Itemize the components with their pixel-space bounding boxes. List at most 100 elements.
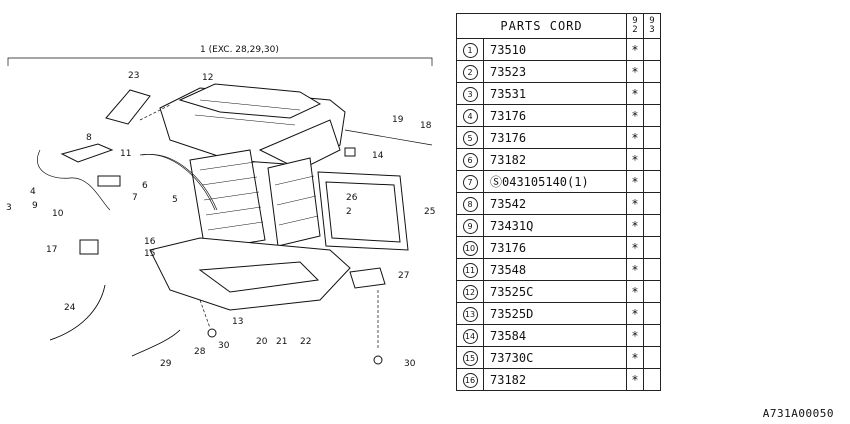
model-92-mark: * — [626, 148, 644, 171]
model-93-mark — [643, 368, 661, 391]
callout-9: 9 — [32, 201, 38, 211]
callout-19: 19 — [392, 115, 404, 125]
model-93-mark — [643, 302, 661, 325]
row-number: 11 — [456, 258, 484, 281]
callout-30-b: 30 — [404, 359, 416, 369]
callout-8: 8 — [86, 133, 92, 143]
model-92-mark: * — [626, 82, 644, 105]
part-code: 73584 — [483, 324, 627, 347]
part-code: 73730C — [483, 346, 627, 369]
part-code: 73548 — [483, 258, 627, 281]
callout-5: 5 — [172, 195, 178, 205]
row-number: 14 — [456, 324, 484, 347]
model-92-mark: * — [626, 236, 644, 259]
callout-4: 4 — [30, 187, 36, 197]
model-93-mark — [643, 170, 661, 193]
model-92-mark: * — [626, 368, 644, 391]
part-code: 73182 — [483, 368, 627, 391]
table-header-row: PARTS CORD 9 2 9 3 — [456, 13, 661, 39]
model-92-mark: * — [626, 324, 644, 347]
cable-18 — [344, 129, 433, 146]
row-number: 4 — [456, 104, 484, 127]
header-parts-code: PARTS CORD — [456, 13, 627, 39]
model-92-mark: * — [626, 38, 644, 61]
part-code: 73525C — [483, 280, 627, 303]
row-number: 13 — [456, 302, 484, 325]
callout-15: 15 — [144, 249, 155, 259]
callout-27: 27 — [398, 271, 409, 281]
callout-6: 6 — [142, 181, 148, 191]
model-92-mark: * — [626, 346, 644, 369]
model-92-mark: * — [626, 192, 644, 215]
callout-24: 24 — [64, 303, 76, 313]
row-number: 15 — [456, 346, 484, 369]
callout-21: 21 — [276, 337, 287, 347]
model-93-mark — [643, 38, 661, 61]
model-92-mark: * — [626, 258, 644, 281]
row-number: 10 — [456, 236, 484, 259]
model-92-mark: * — [626, 170, 644, 193]
model-92-mark: * — [626, 126, 644, 149]
row-number: 6 — [456, 148, 484, 171]
model-93-mark — [643, 148, 661, 171]
header-model-92: 9 2 — [626, 13, 644, 39]
seal-pad — [105, 89, 151, 125]
row-number: 2 — [456, 60, 484, 83]
model-93-mark — [643, 192, 661, 215]
row-number: 7 — [456, 170, 484, 193]
callout-23: 23 — [128, 71, 139, 81]
row-number: 8 — [456, 192, 484, 215]
part-code: 73523 — [483, 60, 627, 83]
callout-29: 29 — [160, 359, 172, 369]
model-93-mark — [643, 82, 661, 105]
callout-13: 13 — [232, 317, 243, 327]
callout-22: 22 — [300, 337, 311, 347]
callout-12: 12 — [202, 73, 213, 83]
part-code: 73510 — [483, 38, 627, 61]
callout-14: 14 — [372, 151, 384, 161]
model-93-mark — [643, 324, 661, 347]
part-code: 73176 — [483, 104, 627, 127]
callout-10: 10 — [52, 209, 64, 219]
filter-pad — [60, 143, 114, 163]
heater-core — [267, 157, 321, 247]
part-code: 73176 — [483, 126, 627, 149]
row-number: 16 — [456, 368, 484, 391]
callout-17: 17 — [46, 245, 57, 255]
row-number: 1 — [456, 38, 484, 61]
part-code: 73531 — [483, 82, 627, 105]
row-number: 3 — [456, 82, 484, 105]
hose-29 — [131, 329, 181, 357]
clip-14 — [344, 147, 356, 157]
model-92-mark: * — [626, 302, 644, 325]
callout-25: 25 — [424, 207, 435, 217]
model-93-mark — [643, 126, 661, 149]
bolt-30 — [373, 355, 383, 365]
header-model-93: 9 3 — [643, 13, 661, 39]
row-number: 12 — [456, 280, 484, 303]
exploded-parts-diagram: 1 (EXC. 28,29,30) — [6, 45, 435, 369]
callout-18: 18 — [420, 121, 432, 131]
part-code: 73542 — [483, 192, 627, 215]
callout-2: 2 — [346, 207, 352, 217]
row-number: 5 — [456, 126, 484, 149]
evaporator-core — [189, 149, 266, 251]
model-92-mark: * — [626, 60, 644, 83]
callout-7: 7 — [132, 193, 138, 203]
callout-20: 20 — [256, 337, 268, 347]
model-92-mark: * — [626, 214, 644, 237]
